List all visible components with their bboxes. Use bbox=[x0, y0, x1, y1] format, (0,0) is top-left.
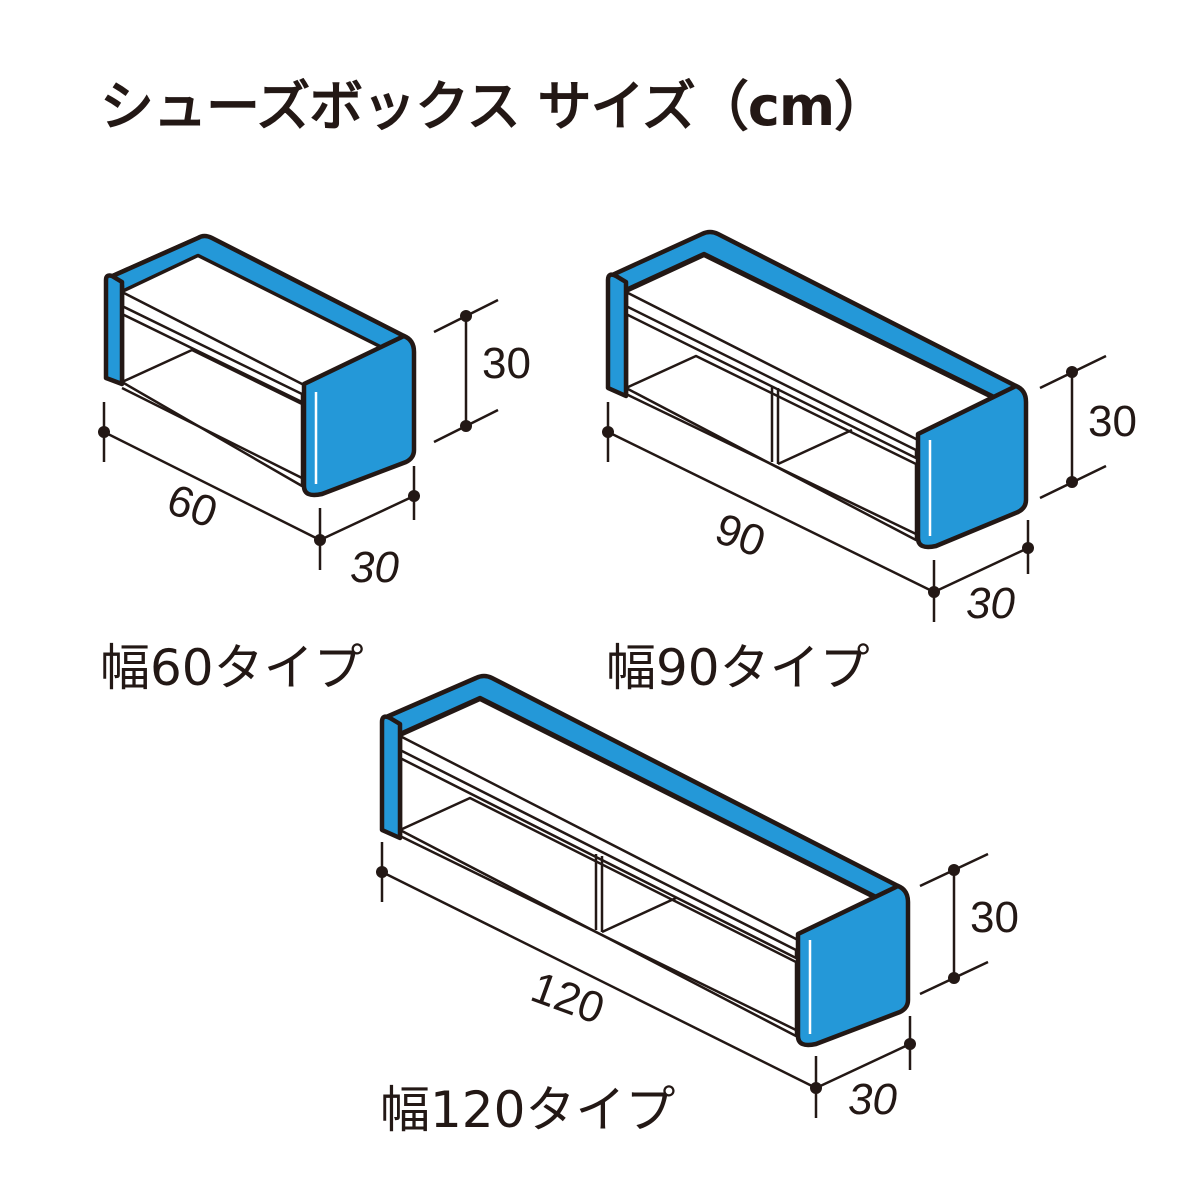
dim-60-width: 60 bbox=[161, 475, 224, 538]
dim-90-height: 30 bbox=[1088, 397, 1137, 446]
page-title: シューズボックス サイズ（cm） bbox=[100, 75, 888, 138]
shoebox-60 bbox=[103, 233, 417, 498]
dim-90-depth: 30 bbox=[966, 579, 1015, 628]
dim-120-width: 120 bbox=[525, 963, 611, 1034]
dim-60-depth: 30 bbox=[350, 543, 399, 592]
caption-60-type: 幅60タイプ bbox=[100, 639, 364, 697]
dim-120-height: 30 bbox=[970, 893, 1019, 942]
shoebox-120 bbox=[379, 673, 911, 1048]
dim-90-width: 90 bbox=[709, 504, 772, 567]
caption-120-type: 幅120タイプ bbox=[380, 1081, 676, 1139]
shoebox-90 bbox=[605, 229, 1029, 550]
caption-90-type: 幅90タイプ bbox=[606, 639, 870, 697]
dim-120-depth: 30 bbox=[848, 1075, 897, 1124]
dim-60-height: 30 bbox=[482, 339, 531, 388]
